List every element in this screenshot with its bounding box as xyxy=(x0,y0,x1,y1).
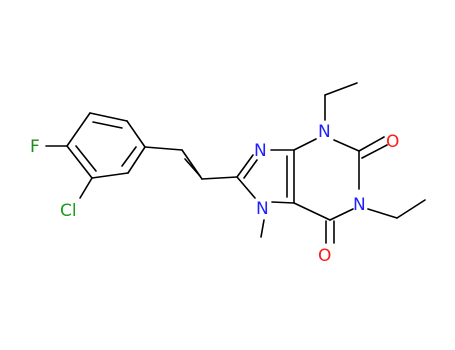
bond-ring-upper-left xyxy=(66,112,91,147)
bond-c6-c5 xyxy=(293,202,331,221)
bond-c2-o-inner xyxy=(361,144,388,159)
bond-n3-c2 xyxy=(333,139,360,152)
bond-n1-ethyl-ch3 xyxy=(396,199,426,219)
bond-n7-methyl xyxy=(260,219,265,238)
atom-nitrogen-1: N xyxy=(353,195,366,215)
bond-ring-vinyl xyxy=(144,146,183,151)
bond-ring-lower-left xyxy=(66,145,93,179)
bonds xyxy=(45,82,426,244)
bond-c8-n9-inner xyxy=(243,159,258,179)
bond-ring-upper-right xyxy=(126,120,146,148)
bond-n3-ethyl-ch3 xyxy=(324,82,358,96)
bond-n7-c5 xyxy=(271,201,295,204)
bond-c8-n9 xyxy=(236,154,254,178)
bond-ring-bottom xyxy=(91,172,129,179)
bond-ring-lower-left-inner xyxy=(75,145,97,172)
bond-n1-ethyl-ch2 xyxy=(367,208,398,219)
bond-c8-n7 xyxy=(236,176,256,199)
bond-c2-o-outer xyxy=(358,136,385,152)
atom-labels: F Cl N N N N O O xyxy=(30,122,399,266)
bond-c-cl xyxy=(79,177,93,199)
atom-nitrogen-imidazole-upper: N xyxy=(254,141,267,161)
atom-nitrogen-imidazole-lower: N xyxy=(256,199,269,219)
atom-oxygen-c2: O xyxy=(386,132,399,152)
bond-vinyl-c8 xyxy=(201,176,238,180)
atom-oxygen-c6: O xyxy=(318,246,331,266)
bond-ring-lower-right-inner xyxy=(121,146,137,167)
bond-ring-top xyxy=(89,112,128,122)
bond-c4-n3 xyxy=(293,138,317,151)
bond-n1-c6 xyxy=(329,208,354,221)
atom-chlorine: Cl xyxy=(60,201,77,221)
atom-nitrogen-3: N xyxy=(318,122,331,142)
atom-fluorine: F xyxy=(30,137,40,157)
bond-ring-top-inner xyxy=(92,121,123,129)
bond-vinyl-double-inner xyxy=(184,158,201,177)
bond-ring-lower-right xyxy=(127,146,146,174)
